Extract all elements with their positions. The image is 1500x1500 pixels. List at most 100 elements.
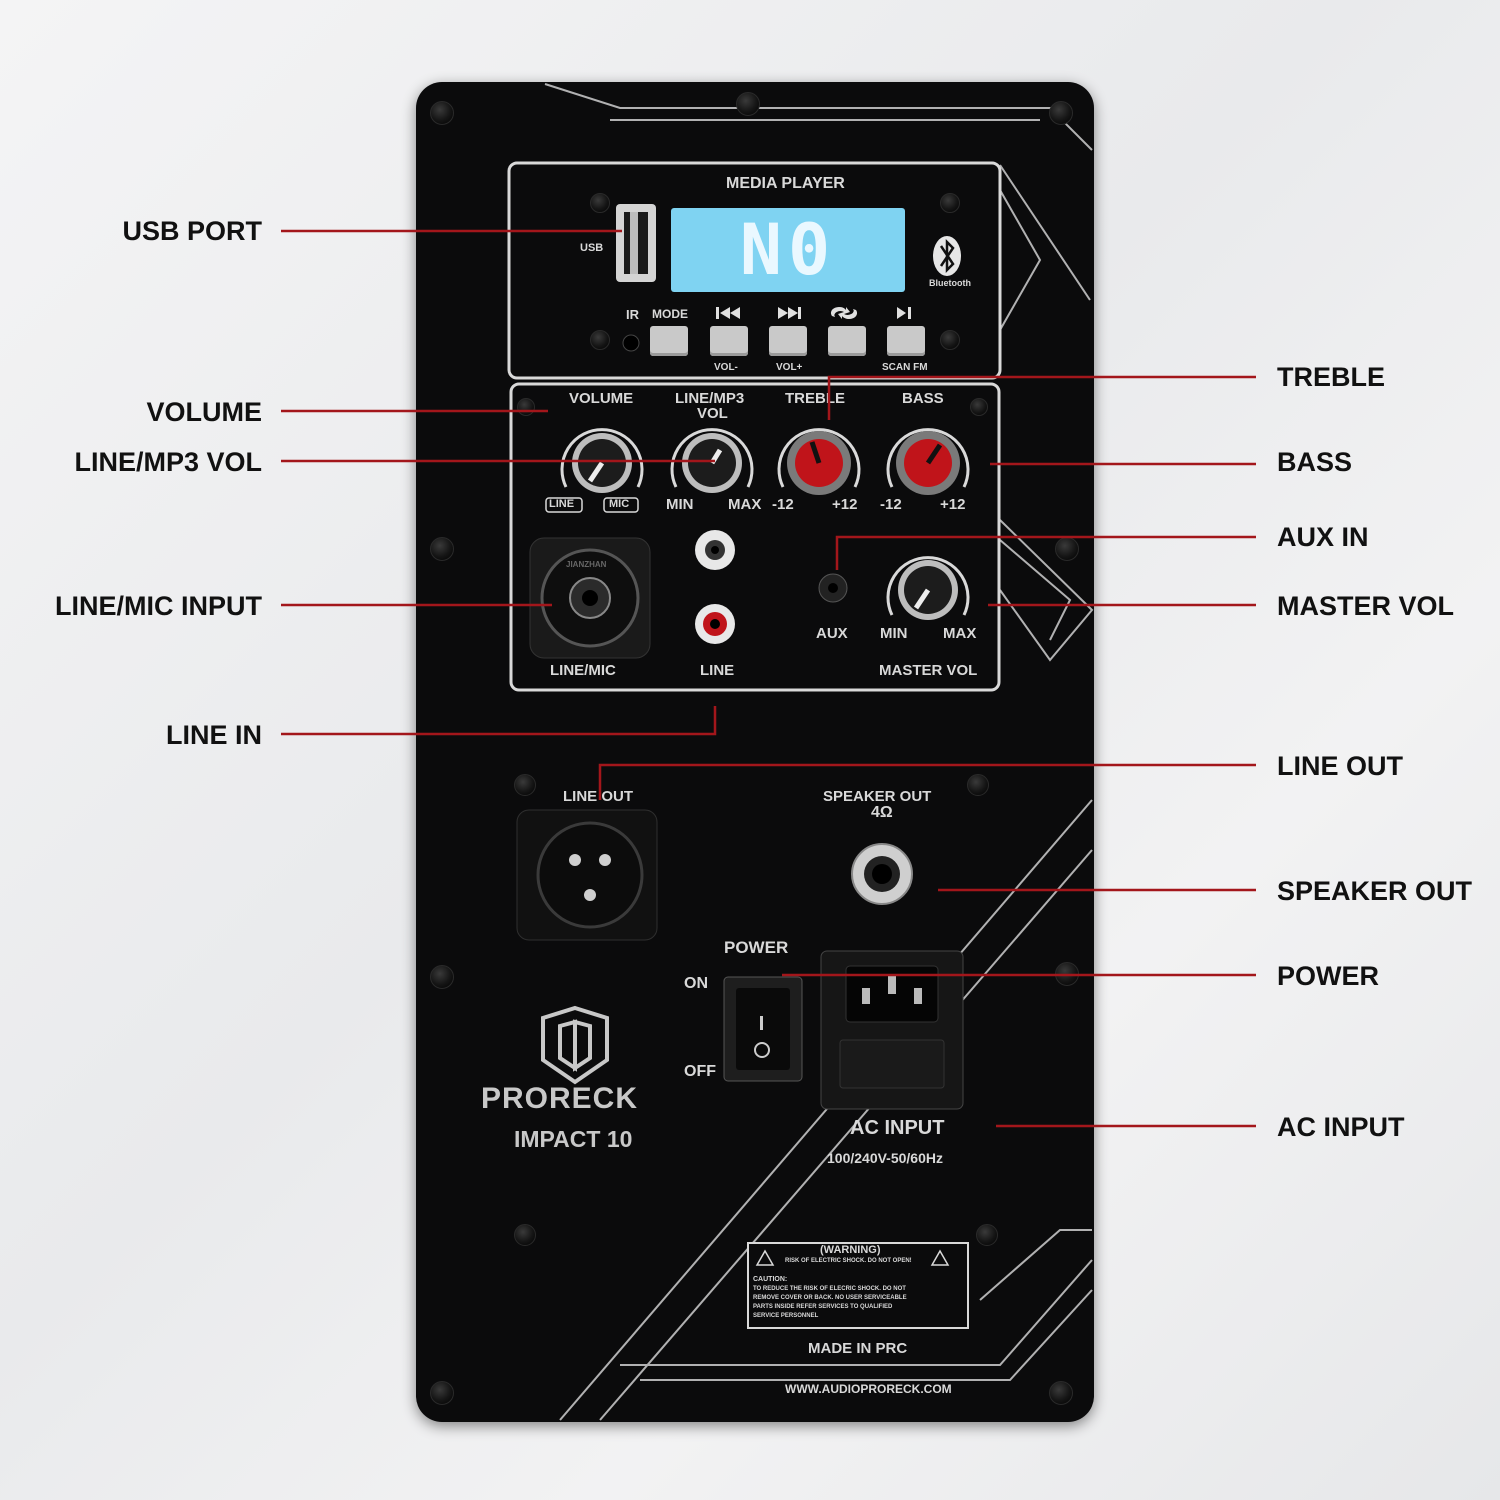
speaker-out-label: SPEAKER OUT <box>823 788 932 805</box>
callout-volume: VOLUME <box>146 397 262 427</box>
volume-knob <box>572 433 632 493</box>
repeat-button[interactable] <box>828 326 866 356</box>
master-vol-label: MASTER VOL <box>879 662 978 679</box>
master-min-label: MIN <box>880 625 908 642</box>
xlr-line-out-jack <box>516 809 658 941</box>
media-player-frame <box>507 161 1002 380</box>
screw <box>514 1224 536 1246</box>
master-max-label: MAX <box>943 625 977 642</box>
engraved-pattern <box>544 83 1094 1421</box>
line-mp3-vol-control[interactable] <box>682 433 742 493</box>
volume-label: VOLUME <box>569 390 634 407</box>
mode-label: MODE <box>652 307 688 321</box>
screw <box>430 537 454 561</box>
power-switch <box>723 976 803 1082</box>
line-mp3-vol-knob <box>682 433 742 493</box>
screw <box>430 1381 454 1405</box>
caution-label: CAUTION: <box>753 1276 788 1283</box>
screw <box>967 774 989 796</box>
xlr-brand-text: JIANZHAN <box>566 560 607 569</box>
callout-bass: BASS <box>1277 447 1353 477</box>
screw <box>1049 1381 1073 1405</box>
vol-minus-label: VOL- <box>714 362 738 373</box>
ir-label: IR <box>626 307 639 322</box>
volume-knob-control[interactable] <box>572 433 632 493</box>
callout-usb-port: USB PORT <box>122 216 262 246</box>
line-mp3-min-label: MIN <box>666 496 694 513</box>
treble-control[interactable] <box>787 431 851 495</box>
screw <box>976 1224 998 1246</box>
bass-control[interactable] <box>896 431 960 495</box>
bluetooth-icon <box>933 236 961 276</box>
vol-plus-label: VOL+ <box>776 362 803 373</box>
callout-aux-in: AUX IN <box>1277 522 1369 552</box>
warning-label <box>747 1242 969 1329</box>
speaker-out-jack <box>851 843 913 905</box>
callout-ac-input: AC INPUT <box>1277 1112 1405 1142</box>
model-name: IMPACT 10 <box>514 1126 633 1152</box>
treble-neg-label: -12 <box>772 496 794 513</box>
screw <box>514 774 536 796</box>
caution-text-1: TO REDUCE THE RISK OF ELECRIC SHOCK. DO … <box>753 1286 906 1292</box>
screw <box>1049 101 1073 125</box>
master-vol-control[interactable] <box>898 560 958 620</box>
power-label: POWER <box>724 938 789 957</box>
line-tag <box>545 497 583 513</box>
caution-text-3: PARTS INSIDE REFER SERVICES TO QUALIFIED <box>753 1304 893 1310</box>
callout-line-in: LINE IN <box>165 720 262 750</box>
brand-name: PRORECK <box>481 1082 639 1115</box>
screw <box>940 193 960 213</box>
aux-jack <box>818 573 848 603</box>
screw <box>1055 537 1079 561</box>
next-icon <box>778 307 801 319</box>
line-mp3-scale <box>670 428 754 488</box>
callout-speaker-out: SPEAKER OUT <box>1277 876 1473 906</box>
prev-vol-minus-button[interactable] <box>710 326 748 356</box>
mic-tag <box>603 497 639 513</box>
callout-line-out: LINE OUT <box>1277 751 1403 781</box>
screw <box>590 330 610 350</box>
callout-line-mic-input: LINE/MIC INPUT <box>55 591 262 621</box>
master-vol-knob <box>898 560 958 620</box>
ir-sensor <box>622 334 640 352</box>
screw <box>736 92 760 116</box>
volume-scale <box>560 428 644 488</box>
lcd-display: N0 <box>671 208 905 292</box>
mic-tag-label: MIC <box>609 498 630 510</box>
line-mic-label: LINE/MIC <box>550 662 616 679</box>
bass-scale <box>886 428 970 488</box>
prev-icon <box>716 307 740 319</box>
media-player-label: MEDIA PLAYER <box>726 175 845 192</box>
amplifier-panel <box>416 82 1094 1422</box>
bass-knob <box>896 431 960 495</box>
on-label: ON <box>684 975 708 992</box>
repeat-icon <box>830 306 858 320</box>
line-out-label: LINE OUT <box>563 788 633 805</box>
bass-neg-label: -12 <box>880 496 902 513</box>
treble-scale <box>777 428 861 488</box>
line-tag-label: LINE <box>549 498 575 510</box>
bluetooth-label: Bluetooth <box>929 278 971 288</box>
callout-power: POWER <box>1277 961 1380 991</box>
screw <box>970 398 988 416</box>
vol-label: VOL <box>697 405 728 422</box>
ac-inlet <box>820 950 964 1110</box>
treble-pos-label: +12 <box>832 496 858 513</box>
callout-treble: TREBLE <box>1277 362 1385 392</box>
play-pause-icon <box>897 307 911 319</box>
warning-line: RISK OF ELECTRIC SHOCK. DO NOT OPEN! <box>785 1258 912 1264</box>
treble-label: TREBLE <box>785 390 845 407</box>
transport-icons <box>716 306 911 320</box>
next-vol-plus-button[interactable] <box>769 326 807 356</box>
off-label: OFF <box>684 1063 716 1080</box>
screw <box>1055 962 1079 986</box>
rca-red-jack <box>695 604 735 644</box>
impedance-label: 4Ω <box>871 804 893 821</box>
bass-pos-label: +12 <box>940 496 966 513</box>
play-scan-fm-button[interactable] <box>887 326 925 356</box>
mode-button[interactable] <box>650 326 688 356</box>
ac-spec-label: 100/240V-50/60Hz <box>827 1150 943 1166</box>
caution-text-2: REMOVE COVER OR BACK. NO USER SERVICEABL… <box>753 1295 907 1301</box>
website-label: WWW.AUDIOPRORECK.COM <box>785 1382 952 1396</box>
